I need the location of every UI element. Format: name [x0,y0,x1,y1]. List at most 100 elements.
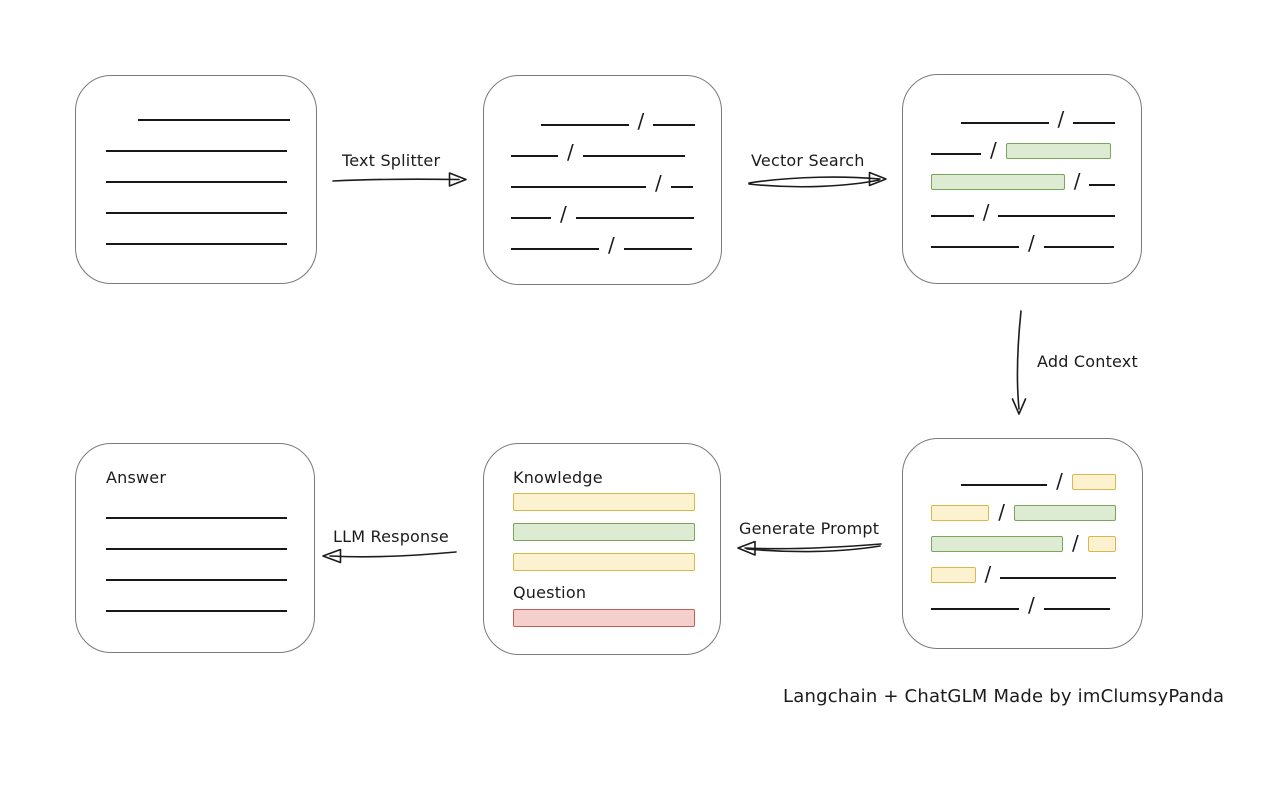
slash-separator: / [1057,107,1065,131]
text-line [582,155,685,157]
slash-separator: / [1072,531,1079,555]
text-line [931,153,981,155]
llm-response-arrow [322,548,457,564]
text-line [623,248,692,250]
slash-separator: / [655,171,662,195]
segment-row [106,586,288,617]
question-bars [513,609,695,627]
segment-row: / [931,522,1116,553]
add-context-label: Add Context [1037,352,1138,371]
yellow-highlight-chip [1071,474,1116,490]
segment-row: / [931,98,1115,129]
text-splitter-arrow [332,172,467,187]
text-chunks-lines: ///// [484,76,721,284]
diagram-caption: Langchain + ChatGLM Made by imClumsyPand… [783,686,1225,707]
add-context-arrow [1011,310,1027,415]
yellow-bar [513,493,695,511]
slash-separator: / [1028,593,1035,617]
segment-row: / [511,193,695,224]
text-line [106,150,287,152]
text-line [1089,184,1115,186]
node-prompt: Knowledge Question [483,443,721,655]
slash-separator: / [567,140,574,164]
slash-separator: / [1056,469,1063,493]
text-line [1000,577,1116,579]
slash-separator: / [637,109,645,133]
segment-row: / [511,100,695,131]
segment-row [106,524,288,555]
text-line [1043,246,1114,248]
vector-search-arrow [748,171,887,188]
knowledge-bars [513,493,695,571]
question-label: Question [513,583,587,602]
text-line [511,248,599,250]
segment-row: / [931,222,1115,253]
slash-separator: / [982,200,990,224]
yellow-highlight-chip [1087,536,1116,552]
llm-response-label: LLM Response [333,527,449,546]
text-line [961,484,1048,486]
vector-search-label: Vector Search [751,151,865,170]
segment-row [106,493,288,524]
text-line [931,246,1019,248]
green-bar [513,523,695,541]
text-line [106,212,287,214]
slash-separator: / [1028,231,1035,255]
segment-row [106,157,290,188]
slash-separator: / [608,233,615,257]
segment-row: / [511,131,695,162]
node-context-chunks: / / / / / [902,438,1143,649]
text-line [931,215,974,217]
text-line [106,579,287,581]
green-highlight-chip [1014,505,1116,521]
generate-prompt-arrow [737,540,882,556]
green-highlight-chip [1005,143,1111,159]
source-document-lines [76,76,316,283]
text-line [511,155,558,157]
segment-row: / [931,160,1115,191]
segment-row [106,126,290,157]
segment-row: / [511,162,695,193]
segment-row: / [931,460,1116,491]
segment-row [106,555,288,586]
text-line [511,217,551,219]
text-line [575,217,694,219]
segment-row: / [931,129,1115,160]
yellow-bar [513,553,695,571]
text-line [961,122,1049,124]
node-text-chunks: ///// [483,75,722,285]
text-line [1043,608,1110,610]
segment-row: / [931,491,1116,522]
text-line [670,186,693,188]
text-line [106,243,287,245]
text-line [106,548,287,550]
text-line [138,119,290,121]
slash-separator: / [990,138,997,162]
text-line [931,608,1019,610]
text-line [106,181,287,183]
segment-row: / [931,553,1116,584]
text-line [106,610,287,612]
slash-separator: / [998,500,1006,524]
yellow-highlight-chip [931,505,990,521]
text-line [653,124,695,126]
node-source-document [75,75,317,284]
node-vector-search-results: / / / / / [902,74,1142,284]
segment-row [106,219,290,250]
text-line [106,517,287,519]
node-answer: Answer [75,443,315,653]
green-highlight-chip [931,536,1064,552]
answer-label: Answer [106,468,167,487]
green-highlight-chip [931,174,1065,190]
text-line [511,186,646,188]
text-line [998,215,1115,217]
segment-row: / [931,584,1116,615]
slash-separator: / [1073,169,1081,193]
segment-row: / [511,224,695,255]
slash-separator: / [984,562,992,586]
segment-row [106,188,290,219]
text-line [1073,122,1115,124]
generate-prompt-label: Generate Prompt [739,519,880,538]
knowledge-label: Knowledge [513,468,603,487]
